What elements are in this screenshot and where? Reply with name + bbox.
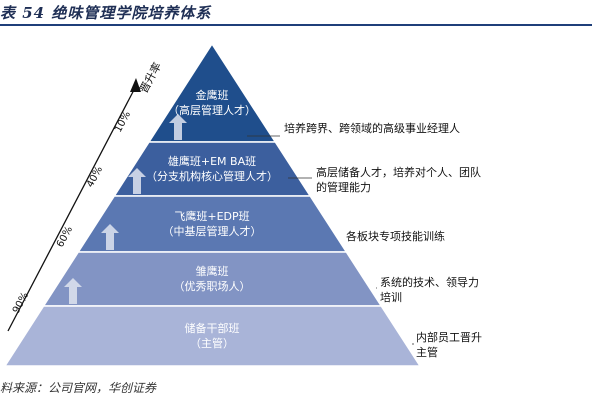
- tier-subtitle: （高层管理人才）: [168, 103, 256, 117]
- tier-subtitle: （优秀职场人）: [174, 279, 251, 293]
- tier-subtitle: （主管）: [190, 336, 234, 350]
- up-arrows: [64, 114, 187, 304]
- up-arrow-icon: [169, 114, 187, 140]
- title-bar: 表 54 绝味管理学院培养体系: [0, 0, 592, 26]
- pyramid-tier-5: [3, 305, 422, 367]
- leader-lines: [247, 135, 414, 345]
- tier-name: 雄鹰班+EM BA班: [168, 154, 256, 168]
- table-title: 表 54 绝味管理学院培养体系: [0, 4, 212, 22]
- tier-subtitle: （中基层管理人才）: [163, 224, 262, 238]
- tier-name: 金鹰班: [196, 88, 229, 102]
- promotion-percentage: 60%: [55, 225, 75, 250]
- promotion-percentage: 10%: [113, 110, 133, 135]
- promotion-rate-label: 晋升率: [136, 60, 164, 96]
- tier-description: 系统的技术、领导力: [380, 275, 479, 289]
- pyramid-tier-2: [112, 141, 312, 197]
- promotion-axis-line: [7, 85, 137, 332]
- pyramid-tiers: [3, 42, 422, 367]
- tier-description: 的管理能力: [316, 180, 371, 194]
- up-arrow-icon: [128, 168, 146, 194]
- tier-name: 储备干部班: [185, 321, 240, 335]
- tier-description: 各板块专项技能训练: [346, 229, 445, 243]
- tier-description: 培训: [380, 290, 402, 304]
- tier-description: 高层储备人才，培养对个人、团队: [316, 165, 481, 179]
- tier-labels: 金鹰班（高层管理人才） 雄鹰班+EM BA班（分支机构核心管理人才） 飞鹰班+EDP…: [146, 88, 278, 350]
- tier-description: 主管: [416, 345, 438, 359]
- pyramid-tier-3: [76, 195, 348, 253]
- tier-name: 雏鹰班: [196, 264, 229, 278]
- tier-name: 飞鹰班+EDP班: [174, 209, 249, 223]
- pyramid-tier-4: [42, 251, 383, 307]
- up-arrow-icon: [101, 224, 119, 250]
- tier-subtitle: （分支机构核心管理人才）: [146, 169, 278, 183]
- tier-description: 内部员工晋升: [416, 330, 482, 344]
- source-note: 料来源：公司官网，华创证券: [0, 381, 157, 395]
- promotion-percentage: 90%: [11, 291, 31, 316]
- tier-descriptions: 培养跨界、跨领域的高级事业经理人高层储备人才，培养对个人、团队的管理能力各板块专…: [284, 121, 482, 359]
- promotion-percentage: 40%: [85, 165, 105, 190]
- up-arrow-icon: [64, 278, 82, 304]
- tier-description: 培养跨界、跨领域的高级事业经理人: [284, 121, 460, 135]
- arrowhead-icon: [130, 78, 141, 92]
- pyramid-diagram: 金鹰班（高层管理人才） 雄鹰班+EM BA班（分支机构核心管理人才） 飞鹰班+EDP…: [3, 42, 482, 367]
